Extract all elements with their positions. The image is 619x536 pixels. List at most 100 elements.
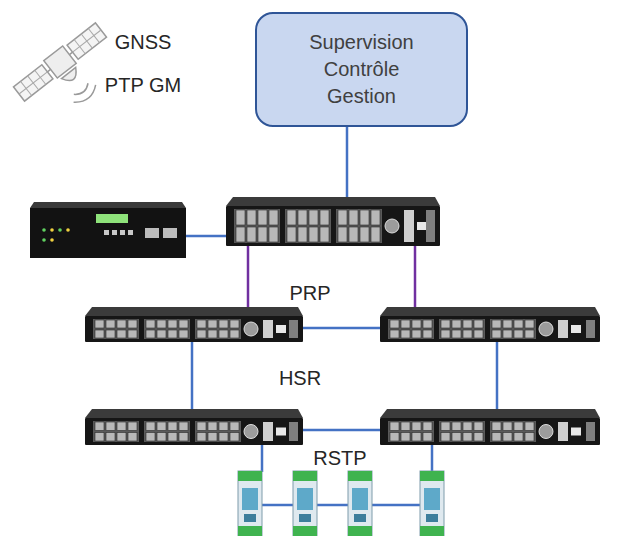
mgmt-port	[417, 222, 427, 230]
rj45-port	[492, 422, 501, 431]
sfp-port	[263, 422, 273, 441]
device-terminal	[238, 471, 262, 481]
management-box: Supervision Contrôle Gestion	[255, 12, 468, 127]
sfp-port	[586, 422, 595, 441]
label-holder: PRP	[289, 282, 330, 305]
console-port	[539, 322, 553, 336]
console-port	[539, 425, 553, 439]
device-terminal	[293, 526, 317, 536]
rj45-port	[514, 330, 523, 338]
rj45-port	[287, 227, 296, 242]
rj45-port	[208, 330, 217, 338]
rj45-port	[157, 330, 166, 338]
rj45-port	[463, 422, 472, 431]
rj45-port	[492, 320, 501, 328]
rj45-port	[106, 433, 115, 442]
rj45-port	[474, 422, 483, 431]
rj45-port	[258, 227, 267, 242]
hsr-wire	[302, 429, 380, 432]
rj45-port	[371, 227, 380, 242]
rj45-port	[157, 433, 166, 442]
sfp-port	[289, 422, 298, 441]
ethernet-switch	[380, 409, 600, 445]
gm-port	[145, 228, 159, 238]
rj45-port	[168, 330, 177, 338]
rj45-port	[423, 422, 432, 431]
rj45-port	[95, 422, 104, 431]
device-port	[244, 514, 256, 522]
rj45-port	[401, 422, 410, 431]
gm-button	[120, 230, 125, 235]
rj45-port	[390, 320, 399, 328]
rj45-port	[349, 210, 358, 225]
device-port	[426, 514, 438, 522]
rj45-port	[452, 330, 461, 338]
rj45-port	[401, 433, 410, 442]
label-holder: RSTP	[313, 447, 366, 470]
prp-wire	[247, 246, 250, 308]
switch-front	[85, 418, 303, 445]
gm-display	[96, 214, 128, 223]
rj45-port	[157, 320, 166, 328]
label-holder: GNSS	[115, 31, 172, 54]
gm-led	[50, 228, 54, 232]
rj45-port	[230, 433, 239, 442]
prp-wire	[414, 246, 417, 308]
rj45-port	[168, 422, 177, 431]
signal-wave	[74, 83, 91, 97]
rj45-port	[309, 227, 318, 242]
rj45-port	[128, 320, 137, 328]
rj45-port	[452, 433, 461, 442]
rj45-port	[423, 330, 432, 338]
rj45-port	[503, 320, 512, 328]
rj45-port	[360, 227, 369, 242]
console-port	[244, 425, 258, 439]
device-terminal	[420, 526, 444, 536]
port-block	[93, 319, 139, 339]
rj45-port	[179, 422, 188, 431]
hsr-wire	[496, 342, 499, 410]
device-panel	[242, 488, 258, 510]
protocol-label: PTP GM	[105, 74, 181, 96]
rj45-port	[441, 422, 450, 431]
rj45-port	[503, 433, 512, 442]
rj45-port	[360, 210, 369, 225]
rj45-port	[230, 320, 239, 328]
switch-front	[380, 316, 600, 342]
rj45-port	[492, 330, 501, 338]
rj45-port	[146, 330, 155, 338]
panel-arm	[47, 69, 50, 71]
rj45-port	[338, 227, 347, 242]
gm-led	[66, 228, 70, 232]
rj45-port	[157, 422, 166, 431]
rj45-port	[525, 330, 534, 338]
device-terminal	[348, 526, 372, 536]
rstp-wire	[262, 504, 293, 507]
port-block	[490, 319, 536, 339]
rj45-port	[236, 227, 245, 242]
rj45-port	[117, 330, 126, 338]
ptp-grandmaster	[30, 202, 186, 258]
device-terminal	[420, 471, 444, 481]
switch-front	[226, 206, 440, 246]
rj45-port	[146, 433, 155, 442]
rj45-port	[441, 320, 450, 328]
rj45-port	[208, 422, 217, 431]
device-body	[238, 471, 262, 536]
rj45-port	[95, 330, 104, 338]
device-terminal	[348, 471, 372, 481]
rj45-port	[197, 330, 206, 338]
rj45-port	[287, 210, 296, 225]
rj45-port	[208, 433, 217, 442]
rj45-port	[258, 210, 267, 225]
rj45-port	[401, 320, 410, 328]
rj45-port	[117, 433, 126, 442]
panel-arm	[69, 52, 72, 54]
label-holder: HSR	[279, 367, 321, 390]
rj45-port	[371, 210, 380, 225]
hsr-wire	[302, 327, 380, 330]
rj45-port	[452, 320, 461, 328]
field-device	[420, 471, 444, 536]
rj45-port	[219, 320, 228, 328]
